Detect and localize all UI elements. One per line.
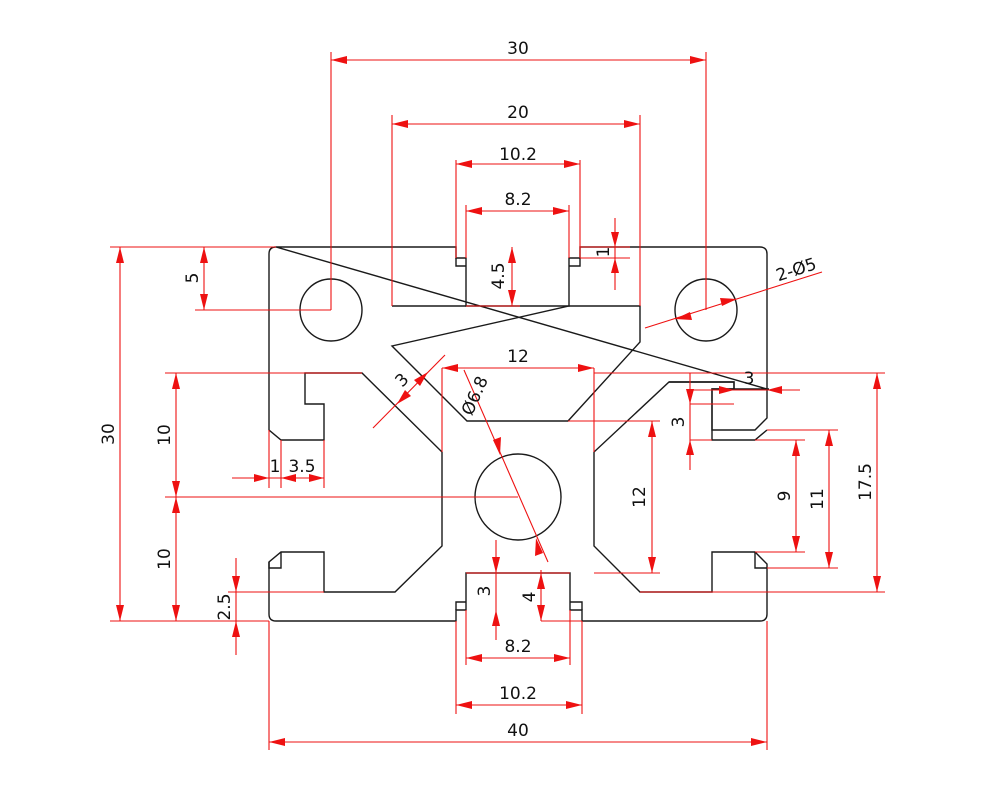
dim-top-30: 30 [507,39,529,59]
dim-top-8-2: 8.2 [504,190,531,210]
dim-upper-10: 10 [155,424,175,446]
dim-bore: Ø6.8 [458,373,493,418]
dim-left-slot-3-5: 3.5 [288,457,315,477]
dim-bottom-4: 4 [520,592,540,603]
dim-lower-10: 10 [155,548,175,570]
dim-right-11: 11 [808,488,828,510]
right-upper-slot [669,381,768,441]
dim-hole-label: 2-Ø5 [774,254,819,286]
dim-bottom-3: 3 [475,586,495,597]
dim-lip-1: 1 [594,247,614,258]
dim-right-17-5: 17.5 [856,463,876,501]
dim-right-9: 9 [775,491,795,502]
dim-depth-4-5: 4.5 [489,262,509,289]
dim-bottom-10-2: 10.2 [499,684,537,704]
dim-right-3-v: 3 [669,417,689,428]
outer-contour [268,246,769,622]
dimension-lines [110,52,885,750]
dim-20: 20 [507,103,529,123]
dim-hole-offset-5: 5 [183,273,203,284]
profile-outline [268,246,769,622]
top-slot-lips [455,258,581,267]
dim-web-12: 12 [507,347,529,367]
dim-left-lip-1: 1 [270,457,281,477]
bottom-slot-lips [455,601,583,610]
dim-left-2-5: 2.5 [215,593,235,620]
dim-web-3: 3 [392,370,414,392]
left-lower-slot [268,552,282,569]
dim-overall-width-40: 40 [507,721,529,741]
dim-right-3-h: 3 [744,369,755,389]
dim-center-12: 12 [630,486,650,508]
dim-top-10-2: 10.2 [499,145,537,165]
dim-overall-height-30: 30 [99,423,119,445]
dim-bottom-8-2: 8.2 [504,637,531,657]
right-lower-slot [754,552,767,569]
